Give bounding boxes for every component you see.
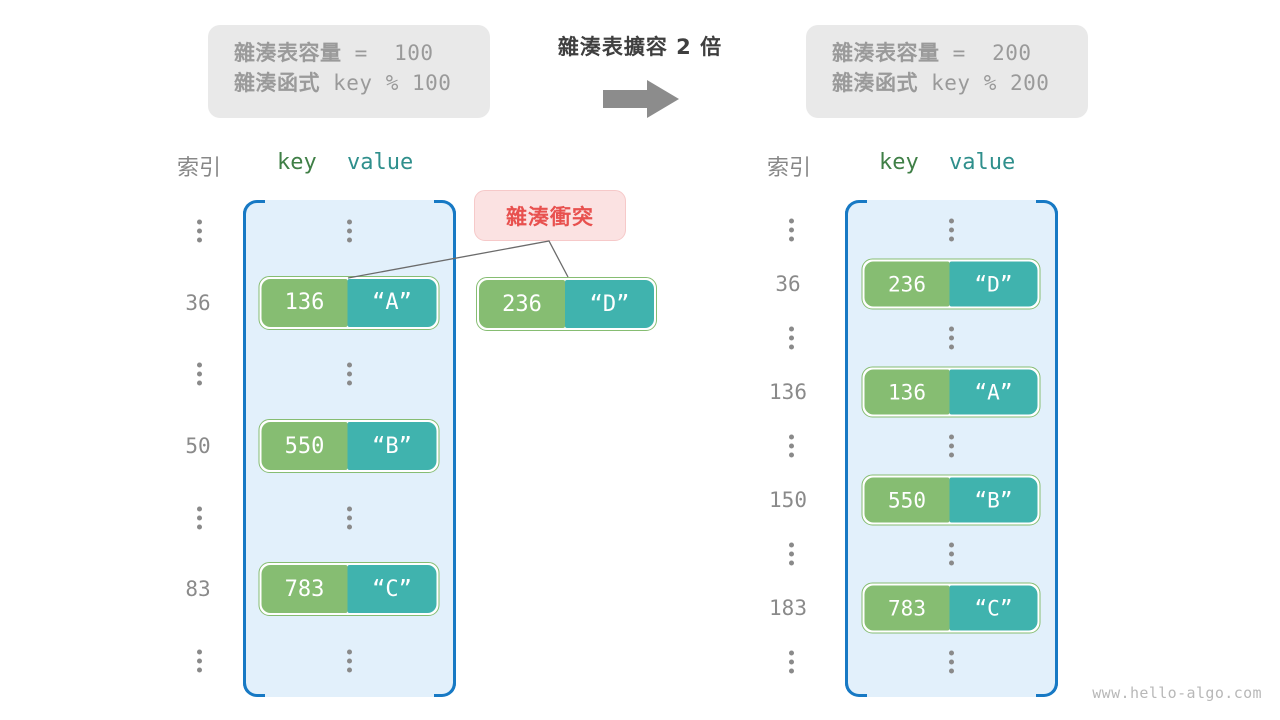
column-header-value-left: value (347, 150, 414, 175)
frame-corner-top-right (434, 200, 456, 218)
entry-value: “B” (949, 477, 1038, 523)
index-label: 83 (185, 577, 211, 602)
index-label: 136 (769, 380, 807, 404)
entry-key: 550 (864, 477, 950, 523)
entry-key: 136 (864, 369, 950, 415)
table-row: 783“C” (258, 562, 440, 617)
column-header-value-right: value (949, 150, 1016, 175)
table-row: 783“C” (861, 582, 1041, 634)
column-header-index-left: 索引 (176, 156, 221, 181)
bucket-ellipsis (945, 650, 957, 674)
index-label: 50 (185, 434, 211, 458)
entry-value: “A” (347, 278, 437, 327)
index-ellipsis (785, 326, 797, 350)
entry-value: “D” (949, 261, 1038, 307)
bucket-ellipsis (945, 326, 957, 350)
frame-corner-bottom-right (1036, 679, 1058, 697)
hash-function-label-before: 雜湊函式 (234, 70, 320, 95)
hash-function-value-before: key % 100 (320, 70, 452, 95)
bucket-ellipsis (343, 649, 355, 673)
capacity-line-before: 雜湊表容量 = 100 (234, 39, 464, 69)
bucket-ellipsis (945, 542, 957, 566)
entry-key: 236 (864, 261, 950, 307)
entry-value: “C” (347, 565, 437, 614)
table-row: 136“A” (861, 366, 1041, 418)
capacity-label-after: 雜湊表容量 (832, 41, 940, 65)
capacity-value-before: = 100 (341, 41, 434, 65)
index-ellipsis (785, 542, 797, 566)
bucket-ellipsis (343, 219, 355, 243)
index-ellipsis (785, 218, 797, 242)
capacity-line-after: 雜湊表容量 = 200 (832, 39, 1062, 69)
right-arrow-icon (603, 80, 679, 118)
index-ellipsis (785, 650, 797, 674)
entry-value: “C” (949, 585, 1038, 631)
hash-function-line-after: 雜湊函式 key % 200 (832, 69, 1062, 99)
frame-corner-bottom-right (434, 679, 456, 697)
frame-corner-bottom-left (845, 679, 867, 697)
table-row: 136“A” (258, 275, 440, 330)
index-label: 36 (185, 290, 211, 315)
entry-value: “A” (949, 369, 1038, 415)
hash-table-config-after: 雜湊表容量 = 200 雜湊函式 key % 200 (806, 25, 1088, 118)
entry-key: 136 (261, 278, 348, 327)
hash-function-line-before: 雜湊函式 key % 100 (234, 69, 464, 99)
hash-function-label-after: 雜湊函式 (832, 70, 918, 95)
entry-value: “D” (565, 280, 654, 328)
entry-key: 783 (864, 585, 950, 631)
hash-function-value-after: key % 200 (918, 70, 1050, 95)
table-row: 550“B” (861, 474, 1041, 526)
column-header-key-left: key (277, 150, 317, 175)
frame-corner-bottom-left (243, 679, 265, 697)
frame-corner-top-right (1036, 200, 1058, 218)
colliding-entry: 236 “D” (476, 277, 657, 331)
index-ellipsis (193, 219, 205, 243)
index-label: 150 (769, 488, 807, 512)
table-row: 236“D” (861, 258, 1041, 310)
index-ellipsis (193, 506, 205, 530)
bucket-ellipsis (945, 434, 957, 458)
frame-corner-top-left (243, 200, 265, 218)
entry-key: 236 (479, 280, 565, 328)
capacity-label-before: 雜湊表容量 (234, 41, 342, 65)
hash-collision-badge: 雜湊衝突 (474, 190, 626, 241)
index-label: 183 (769, 596, 807, 620)
bucket-ellipsis (945, 218, 957, 242)
diagram-title: 雜湊表擴容 2 倍 (557, 35, 723, 59)
index-label: 36 (775, 272, 801, 296)
index-ellipsis (785, 434, 797, 458)
entry-value: “B” (347, 422, 437, 470)
hash-table-config-before: 雜湊表容量 = 100 雜湊函式 key % 100 (208, 25, 490, 118)
frame-corner-top-left (845, 200, 867, 218)
watermark: www.hello-algo.com (1092, 684, 1262, 702)
entry-key: 550 (261, 422, 348, 470)
bucket-ellipsis (343, 362, 355, 386)
index-ellipsis (193, 649, 205, 673)
bucket-ellipsis (343, 506, 355, 530)
capacity-value-after: = 200 (939, 41, 1032, 65)
table-row: 550“B” (258, 419, 440, 473)
column-header-index-right: 索引 (766, 156, 811, 181)
entry-key: 783 (261, 565, 348, 614)
column-header-key-right: key (879, 150, 919, 175)
index-ellipsis (193, 362, 205, 386)
